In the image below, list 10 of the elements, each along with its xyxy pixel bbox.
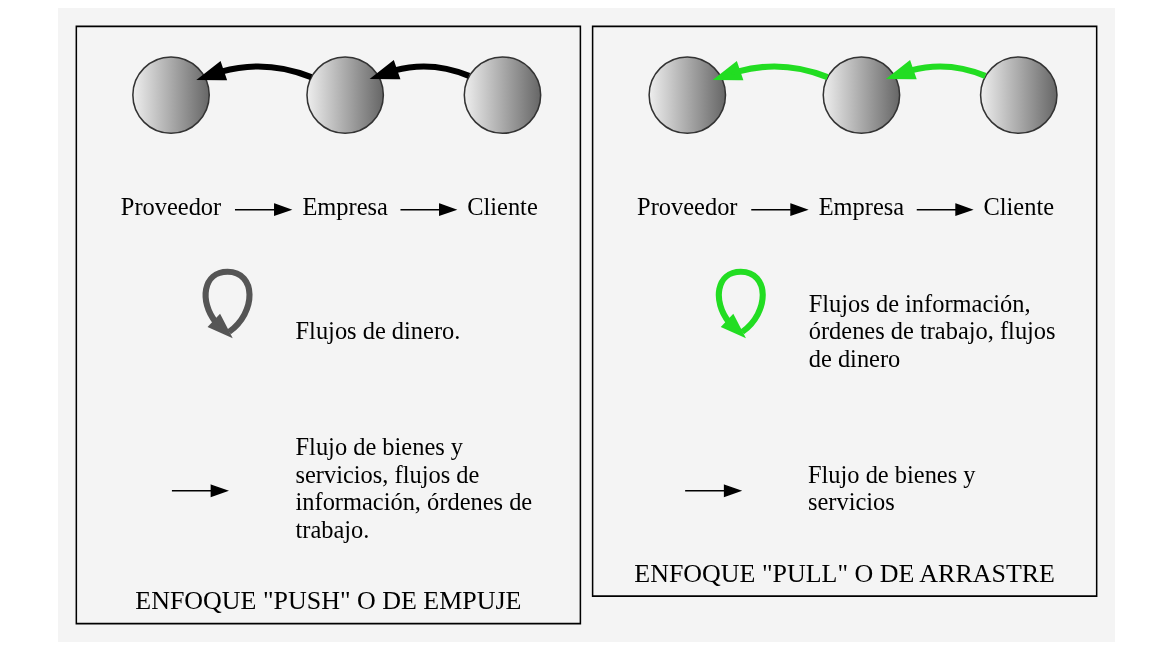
node-text: Cliente bbox=[983, 193, 1054, 221]
node-text: Proveedor bbox=[120, 193, 221, 221]
legend-label: Flujo de bienes y servicios, flujos de información, órdenes de trabajo. bbox=[295, 433, 532, 543]
node-text: Cliente bbox=[466, 193, 538, 221]
node-text: Empresa bbox=[818, 193, 904, 221]
legend-label: Flujos de dinero. bbox=[295, 317, 460, 345]
legend-label: Flujo de bienes y servicios bbox=[807, 460, 976, 516]
legend-label: Flujos de información, órdenes de trabajo, flujos de dinero bbox=[808, 289, 1056, 372]
node-text: Empresa bbox=[301, 193, 388, 221]
node-text: Proveedor bbox=[636, 193, 737, 221]
